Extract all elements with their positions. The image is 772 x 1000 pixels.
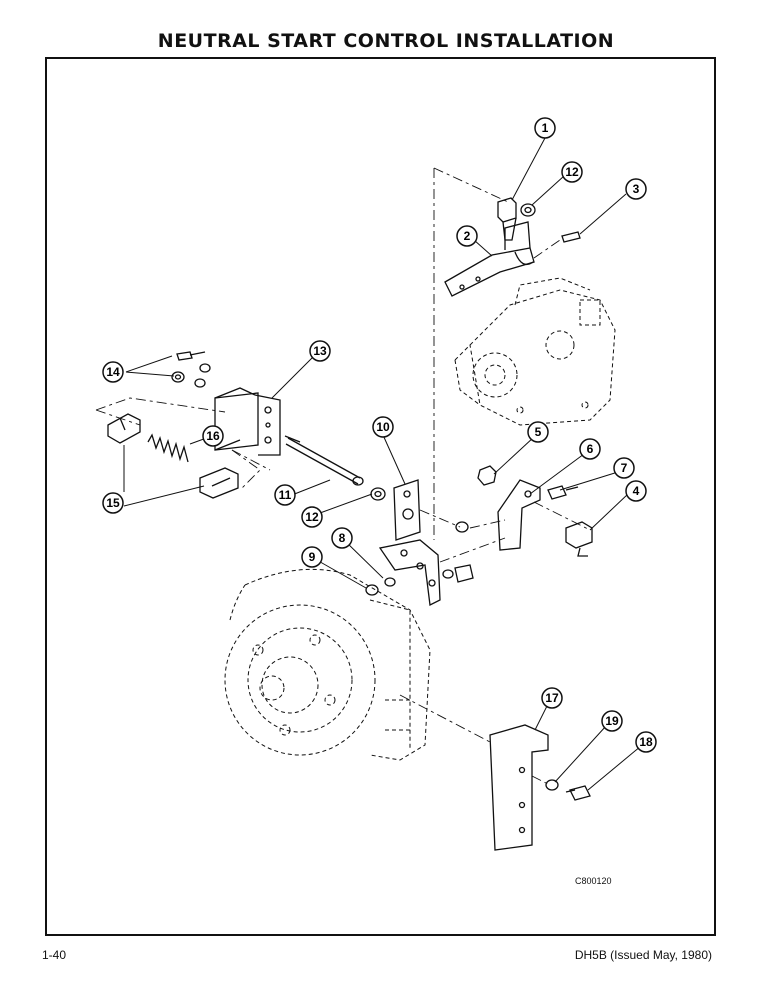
svg-text:1: 1: [542, 121, 549, 135]
callout-13: 13: [309, 340, 331, 362]
svg-text:11: 11: [279, 488, 292, 502]
callout-5: 5: [527, 421, 549, 443]
callout-12-top: 12: [561, 161, 583, 183]
svg-text:5: 5: [535, 425, 542, 439]
alignment-lines: [95, 167, 591, 785]
callout-3: 3: [625, 178, 647, 200]
callout-2: 2: [456, 225, 478, 247]
part-long-bracket: [489, 724, 549, 851]
svg-text:18: 18: [639, 735, 653, 749]
svg-text:10: 10: [376, 420, 390, 434]
document-id: DH5B (Issued May, 1980): [574, 948, 712, 962]
callout-9: 9: [301, 546, 323, 568]
callout-15: 15: [102, 492, 124, 514]
callout-4: 4: [625, 480, 647, 502]
svg-text:17: 17: [545, 691, 559, 705]
svg-text:12: 12: [565, 165, 579, 179]
callout-1: 1: [534, 117, 556, 139]
callout-10: 10: [372, 416, 394, 438]
svg-text:15: 15: [106, 496, 120, 510]
svg-text:13: 13: [313, 344, 327, 358]
part-hex-stud: [497, 197, 517, 241]
leader-lines: [123, 137, 642, 791]
part-pin: [561, 231, 581, 243]
svg-text:8: 8: [339, 531, 346, 545]
callout-6: 6: [579, 438, 601, 460]
callout-7: 7: [613, 457, 635, 479]
part-clip-upper: [107, 413, 141, 444]
svg-text:7: 7: [621, 461, 628, 475]
svg-text:3: 3: [633, 182, 640, 196]
svg-text:2: 2: [464, 229, 471, 243]
callout-11: 11: [274, 484, 296, 506]
part-spring: [147, 433, 189, 463]
part-plate: [393, 479, 421, 541]
drawing-number: C800120: [575, 876, 612, 886]
part-fasteners-right: [477, 465, 593, 557]
callout-16: 16: [202, 425, 224, 447]
svg-text:14: 14: [106, 365, 120, 379]
part-bolt-bottom: [545, 779, 591, 801]
page-title: NEUTRAL START CONTROL INSTALLATION: [157, 30, 615, 52]
svg-text:19: 19: [605, 714, 619, 728]
svg-text:9: 9: [309, 550, 316, 564]
transmission-outline: [224, 568, 431, 761]
callout-8: 8: [331, 527, 353, 549]
part-bracket: [214, 387, 281, 456]
svg-text:16: 16: [206, 429, 220, 443]
svg-text:4: 4: [633, 484, 640, 498]
svg-text:12: 12: [305, 510, 319, 524]
part-fasteners-middle: [365, 521, 474, 596]
page-number: 1-40: [42, 948, 67, 962]
part-nut-middle: [370, 487, 386, 501]
part-mount-bracket: [378, 539, 441, 606]
pump-outline: [454, 277, 616, 426]
callout-12-middle: 12: [301, 506, 323, 528]
callout-18: 18: [635, 731, 657, 753]
callout-14: 14: [102, 361, 124, 383]
callout-19: 19: [601, 710, 623, 732]
part-rod: [284, 435, 364, 486]
part-screws-nuts: [171, 351, 211, 388]
callout-17: 17: [541, 687, 563, 709]
callouts: 1 12 3 2 13 14 16 15 11 12 10 5 6 7 4 8 …: [102, 117, 657, 753]
part-small-bracket: [497, 479, 541, 551]
part-nut-top: [520, 203, 536, 217]
diagram-frame: [45, 57, 716, 936]
svg-text:6: 6: [587, 442, 594, 456]
part-clip-lower: [199, 467, 239, 499]
